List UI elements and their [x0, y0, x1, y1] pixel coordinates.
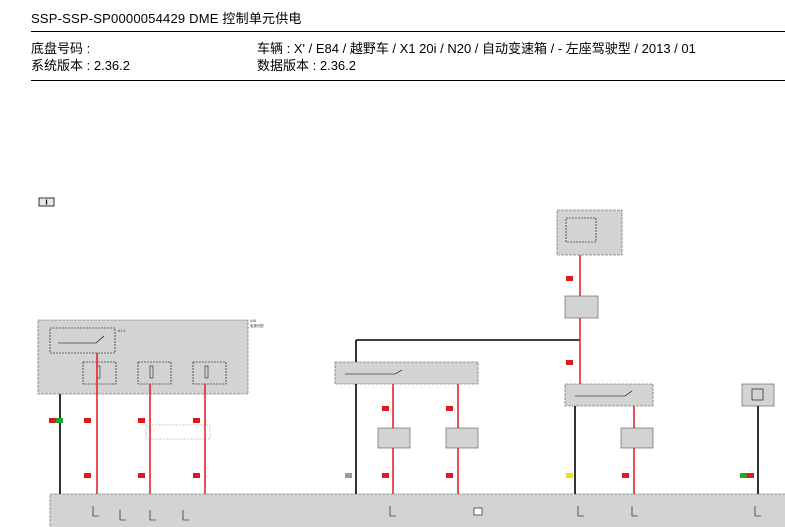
wire-color-block	[382, 473, 389, 478]
wire-color-block	[566, 473, 573, 478]
chassis-number-label: 底盘号码 :	[31, 41, 91, 56]
wire-color-block	[84, 418, 91, 423]
ground-symbols	[92, 506, 761, 521]
header-top-rule	[31, 31, 785, 32]
wire-color-block	[193, 418, 200, 423]
wire-color-block	[382, 406, 389, 411]
wire-color-block	[740, 473, 747, 478]
svg-text:电源分配: 电源分配	[250, 323, 264, 328]
fuse-f2[interactable]	[137, 361, 172, 385]
fuse-component[interactable]	[564, 295, 599, 319]
wire-color-block	[56, 418, 63, 423]
relay-component[interactable]	[445, 427, 479, 449]
wire-color-block	[84, 473, 91, 478]
wire-color-block	[193, 473, 200, 478]
wire-color-block	[138, 418, 145, 423]
fuse-f1[interactable]	[82, 361, 117, 385]
fuse-f3[interactable]	[192, 361, 227, 385]
vehicle-row: 车辆 : X' / E84 / 越野车 / X1 20i / N20 / 自动变…	[257, 40, 696, 57]
battery-module[interactable]	[556, 209, 623, 256]
wire-color-block	[622, 473, 629, 478]
data-version-label: 数据版本 :	[257, 58, 317, 73]
sensor-control-module[interactable]	[334, 361, 479, 385]
wire-color-block	[446, 406, 453, 411]
wire-color-block	[566, 276, 573, 281]
svg-text:A1 X: A1 X	[118, 329, 126, 333]
relay-component[interactable]	[620, 427, 654, 449]
wire-color-block	[49, 418, 56, 423]
wire-color-block	[345, 473, 352, 478]
wire-color-block	[747, 473, 754, 478]
data-version-row: 数据版本 : 2.36.2	[257, 57, 356, 74]
header-bottom-rule	[31, 80, 785, 81]
fuse-carrier-module[interactable]	[37, 319, 249, 395]
main-relay-module[interactable]	[564, 383, 654, 407]
connector-icon[interactable]	[741, 383, 775, 407]
wire-color-block	[138, 473, 145, 478]
page-title: SSP-SSP-SP0000054429 DME 控制单元供电	[31, 11, 302, 26]
system-version-value: 2.36.2	[93, 58, 131, 73]
vehicle-label: 车辆 :	[257, 41, 291, 56]
data-version-value: 2.36.2	[319, 58, 357, 73]
chassis-number-row: 底盘号码 :	[31, 40, 90, 57]
relay-component[interactable]	[377, 427, 411, 449]
wire-color-block	[446, 473, 453, 478]
wire-color-block	[566, 360, 573, 365]
dme-module[interactable]	[49, 493, 785, 527]
vehicle-value: X' / E84 / 越野车 / X1 20i / N20 / 自动变速箱 / …	[293, 41, 696, 56]
system-version-row: 系统版本 : 2.36.2	[31, 57, 130, 74]
info-icon[interactable]	[38, 197, 55, 207]
dme-ground-symbol	[473, 507, 483, 516]
system-version-label: 系统版本 :	[31, 58, 91, 73]
svg-text:A46: A46	[250, 319, 256, 323]
